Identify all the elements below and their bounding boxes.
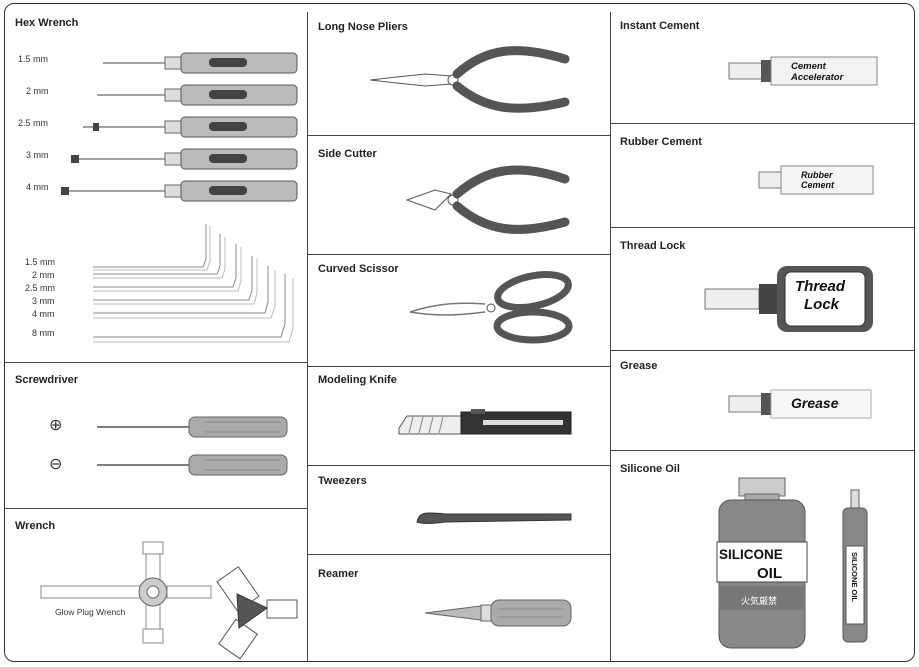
instant-cement-title: Instant Cement	[620, 20, 700, 32]
rubber-cement-tube-text: Rubber	[801, 170, 833, 180]
divider-threadlock-grease	[611, 350, 914, 351]
divider-grease-silicone	[611, 450, 914, 451]
thread-lock-bottle-illustration: Thread Lock	[704, 266, 873, 332]
divider-hex-screwdriver	[5, 362, 307, 363]
hex-key-size-label: 2.5 mm	[25, 283, 56, 293]
divider-screwdriver-wrench	[5, 508, 307, 509]
wrench-title: Wrench	[15, 520, 56, 532]
hex-driver-size-label: 1.5 mm	[18, 54, 49, 64]
instant-cement-tube-text: Cement	[791, 61, 827, 72]
screwdriver-title: Screwdriver	[15, 374, 78, 386]
hex-key-size-label: 1.5 mm	[25, 257, 56, 267]
rubber-cement-tube-text: Cement	[801, 180, 835, 190]
thread-lock-title: Thread Lock	[620, 240, 686, 252]
long-nose-pliers-illustration	[369, 46, 570, 113]
phillips-symbol-icon: ⊕	[49, 417, 63, 434]
reamer-illustration	[424, 599, 572, 627]
tweezers-title: Tweezers	[318, 475, 367, 487]
silicone-oil-bottle-text: SILICONE	[719, 547, 783, 562]
hex-keys-illustration	[93, 224, 294, 343]
divider-rubber-threadlock	[611, 227, 914, 228]
glow-plug-wrench-label: Glow Plug Wrench	[55, 607, 126, 617]
rubber-cement-tube-illustration: Rubber Cement	[758, 165, 874, 195]
hex-key-size-label: 3 mm	[32, 296, 55, 306]
side-cutter-illustration	[405, 165, 570, 234]
divider-instant-rubber	[611, 123, 914, 124]
curved-scissor-illustration	[409, 271, 573, 344]
hex-key-size-label: 8 mm	[32, 328, 55, 338]
curved-scissor-title: Curved Scissor	[318, 263, 399, 275]
modeling-knife-illustration	[398, 409, 572, 435]
hex-driver-size-label: 2 mm	[26, 86, 49, 96]
hex-key-size-label: 4 mm	[32, 309, 55, 319]
silicone-oil-bottle-text: OIL	[757, 565, 782, 582]
column-divider-1	[307, 12, 308, 661]
hex-driver-size-label: 3 mm	[26, 150, 49, 160]
tweezers-illustration	[416, 512, 572, 524]
rubber-cement-title: Rubber Cement	[620, 136, 702, 148]
hex-drivers-illustration	[61, 52, 298, 202]
side-cutter-title: Side Cutter	[318, 148, 377, 160]
hex-key-size-label: 2 mm	[32, 270, 55, 280]
column-divider-2	[610, 12, 611, 661]
reamer-title: Reamer	[318, 568, 359, 580]
instant-cement-tube-text: Accelerator	[790, 72, 845, 83]
hex-wrench-title: Hex Wrench	[15, 17, 79, 29]
divider-cutter-scissor	[308, 254, 610, 255]
instant-cement-tube-illustration: Cement Accelerator	[728, 56, 878, 86]
silicone-oil-bottles-illustration: SILICONE OIL 火気厳禁 SILICONE OIL	[716, 477, 868, 649]
grease-tube-text: Grease	[791, 395, 839, 411]
hex-driver-size-label: 4 mm	[26, 182, 49, 192]
thread-lock-bottle-text: Lock	[804, 296, 840, 313]
divider-tweezers-reamer	[308, 554, 610, 555]
grease-title: Grease	[620, 360, 658, 372]
flathead-symbol-icon: ⊖	[49, 456, 63, 473]
hex-driver-size-label: 2.5 mm	[18, 118, 49, 128]
modeling-knife-title: Modeling Knife	[318, 374, 397, 386]
long-nose-pliers-title: Long Nose Pliers	[318, 21, 408, 33]
silicone-oil-title: Silicone Oil	[620, 463, 680, 475]
divider-knife-tweezers	[308, 465, 610, 466]
divider-pliers-cutter	[308, 135, 610, 136]
small-silicone-oil-bottle-text: SILICONE OIL	[850, 552, 859, 602]
wrench-illustration	[40, 541, 298, 660]
tool-chart: Hex Wrench 1.5 mm 2 mm 2.5 mm 3 mm 4 mm	[4, 3, 915, 662]
silicone-oil-brand-text: 火気厳禁	[741, 595, 777, 607]
divider-scissor-knife	[308, 366, 610, 367]
grease-tube-illustration: Grease	[728, 389, 872, 419]
screwdrivers-illustration	[97, 416, 288, 476]
thread-lock-bottle-text: Thread	[795, 278, 846, 295]
